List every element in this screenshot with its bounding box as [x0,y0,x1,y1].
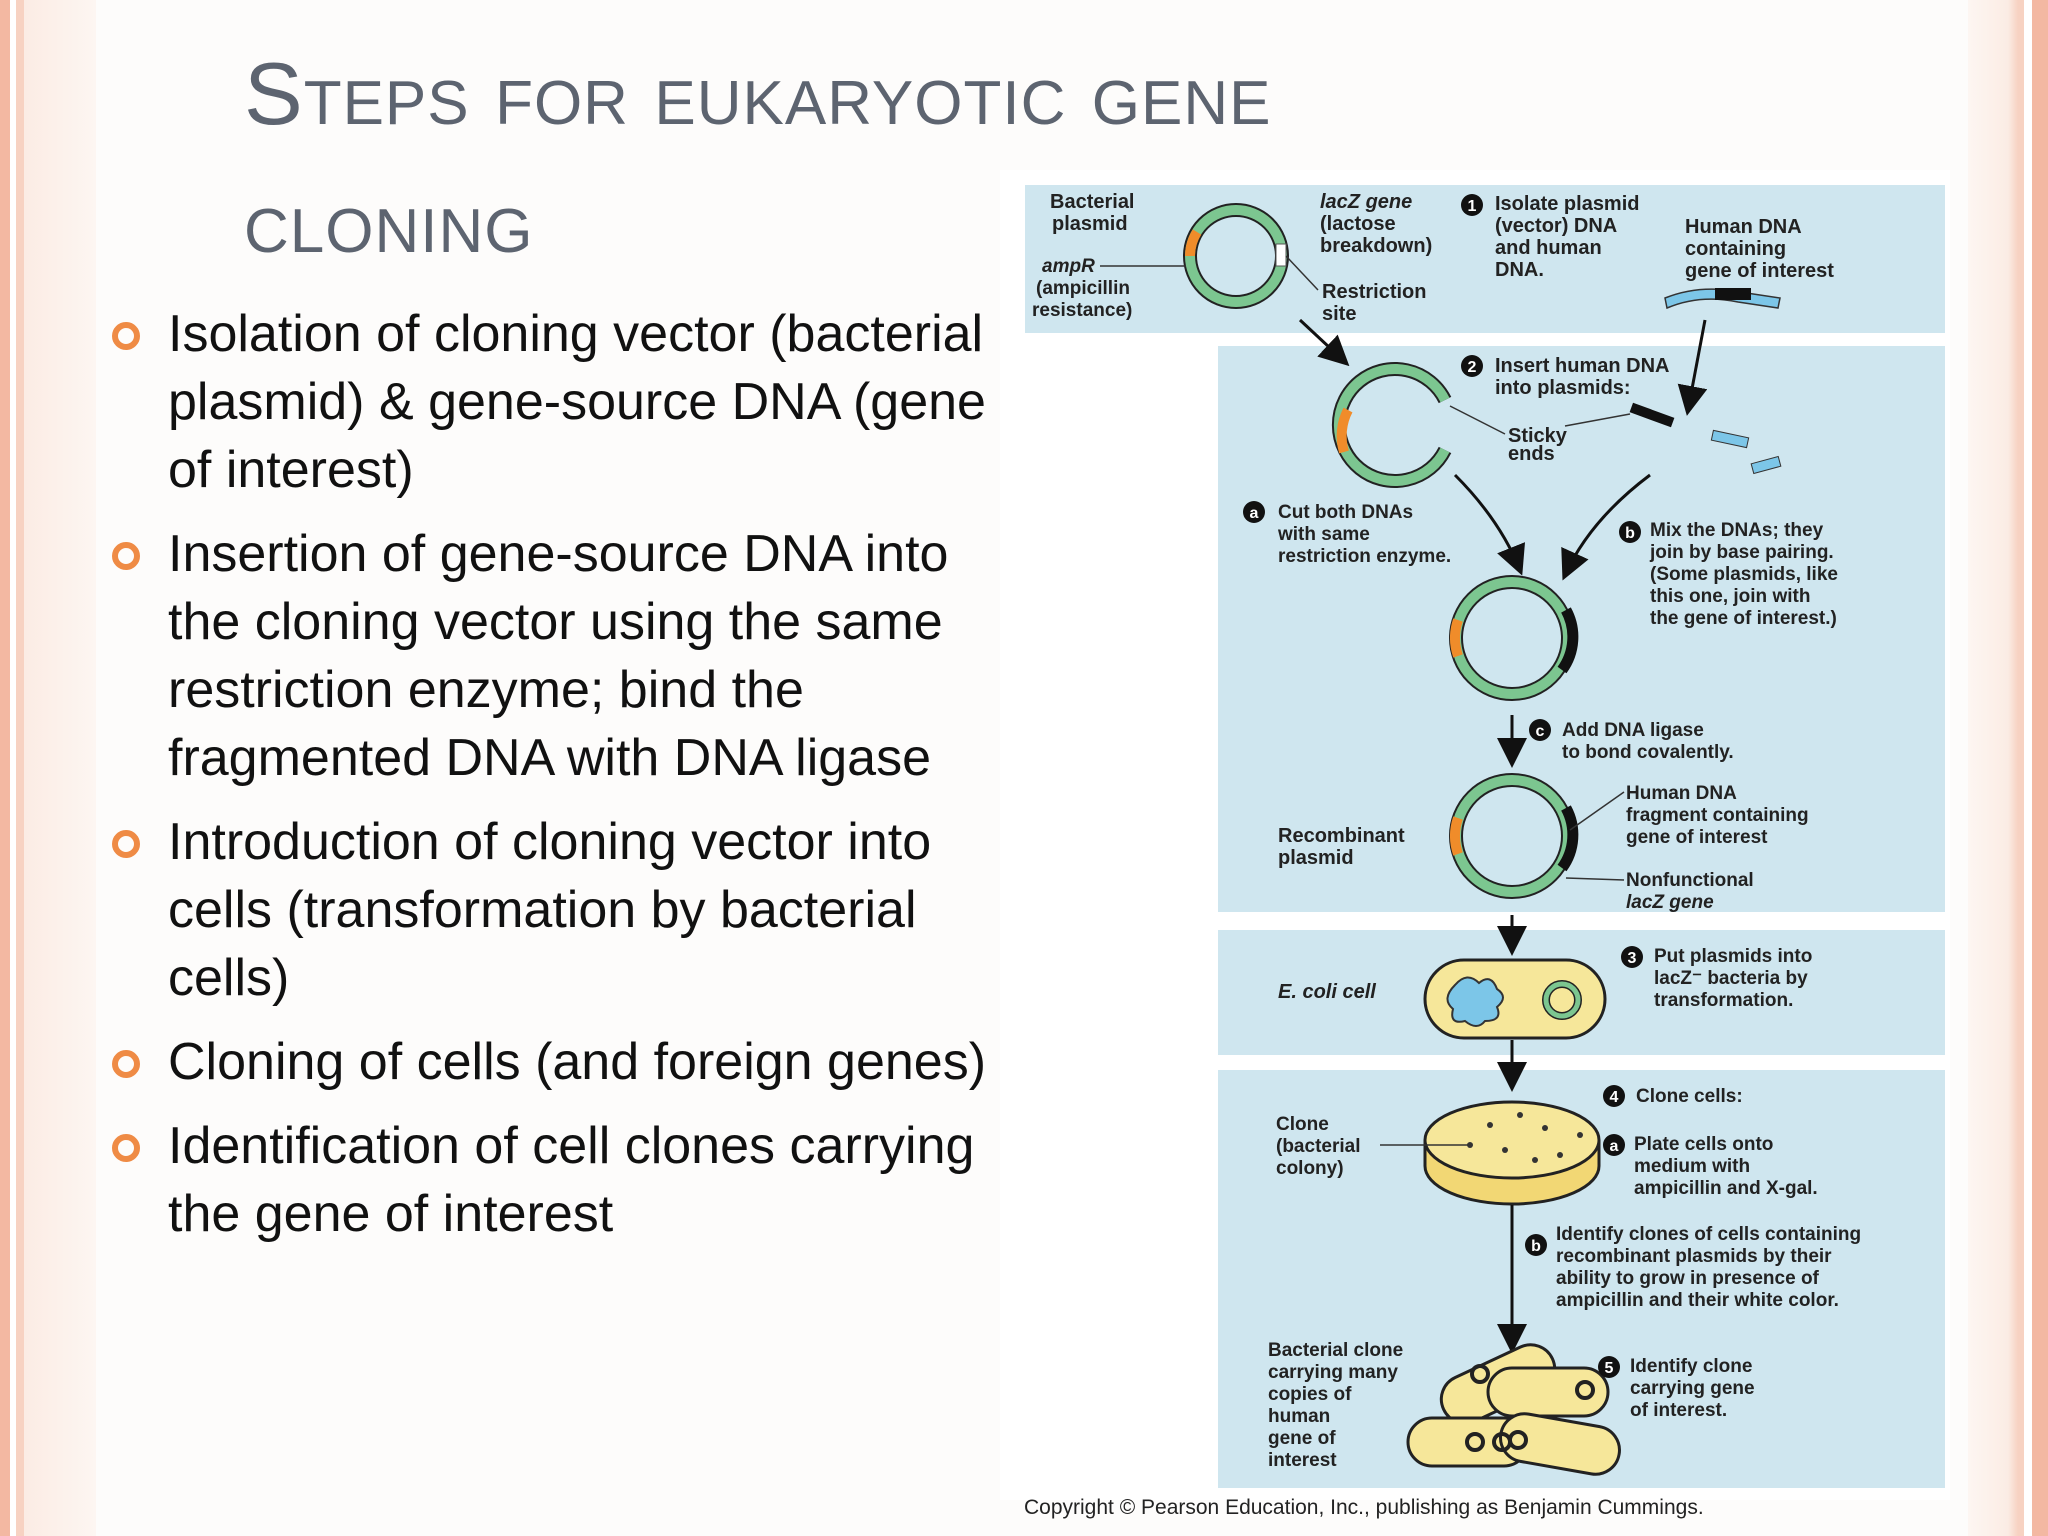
petri-dish [1423,1100,1601,1206]
step1-number: 1 [1468,198,1477,215]
bullet-text: Isolation of cloning vector (bacterial p… [168,305,986,499]
bullet-item: Cloning of cells (and foreign genes) [100,1028,1020,1096]
left-decorative-border [0,0,96,1536]
step4a-letter: a [1610,1138,1619,1155]
bacterial-chromosome [1446,976,1504,1027]
bullet-text: Insertion of gene-source DNA into the cl… [168,525,949,787]
step1-number-icon [1461,194,1483,216]
bacterial-plasmid [1183,203,1289,309]
title-line-2: cloning [244,172,534,271]
step3-number: 3 [1628,950,1637,967]
step2-number-icon [1461,355,1483,377]
bullet-circle-icon [112,1134,140,1162]
annealed-plasmid [1449,575,1579,701]
bullet-item: Isolation of cloning vector (bacterial p… [100,300,1020,504]
step2b-letter-icon [1619,521,1641,543]
bullet-text: Identification of cell clones carrying t… [168,1117,975,1243]
step2b-letter: b [1625,525,1635,542]
cut-gene-fragment [1629,402,1675,428]
step3-number-icon [1621,946,1643,968]
step4-text: Clone cells: [1636,1086,1743,1107]
step5-number-icon [1598,1356,1620,1378]
title-line-1: Steps for eukaryotic gene [244,44,1272,143]
copyright-notice: Copyright © Pearson Education, Inc., pub… [1024,1496,1704,1519]
step2a-letter-icon [1243,501,1265,523]
bullet-circle-icon [112,322,140,350]
step2c-letter: c [1536,723,1545,740]
bullet-circle-icon [112,830,140,858]
bullet-circle-icon [112,542,140,570]
step5-number: 5 [1605,1360,1614,1377]
step2c-letter-icon [1529,719,1551,741]
bullet-item: Identification of cell clones carrying t… [100,1112,1020,1248]
slide-title: Steps for eukaryotic gene cloning [244,30,1664,286]
step2a-letter: a [1250,505,1259,522]
dna-fragment [1710,429,1750,449]
bullet-list: Isolation of cloning vector (bacterial p… [100,300,1020,1264]
dna-fragment [1750,455,1782,475]
bullet-text: Cloning of cells (and foreign genes) [168,1033,987,1091]
bullet-item: Introduction of cloning vector into cell… [100,808,1020,1012]
step4-number-icon [1603,1085,1625,1107]
step4b-letter-icon [1525,1234,1547,1256]
step4a-letter-icon [1603,1134,1625,1156]
gene-of-interest-segment [1715,288,1751,300]
right-decorative-border [1968,0,2048,1536]
bullet-circle-icon [112,1050,140,1078]
step4-number: 4 [1610,1089,1619,1106]
cut-plasmid [1331,362,1452,488]
step4b-letter: b [1531,1238,1541,1255]
bullet-item: Insertion of gene-source DNA into the cl… [100,520,1020,792]
label-ecoli-cell: E. coli cell [1278,981,1376,1003]
bacterial-clone-cells [1406,1343,1621,1476]
panel-step1 [1025,185,1945,333]
recombinant-plasmid [1449,773,1579,899]
bullet-text: Introduction of cloning vector into cell… [168,813,932,1007]
step2-number: 2 [1468,359,1477,376]
